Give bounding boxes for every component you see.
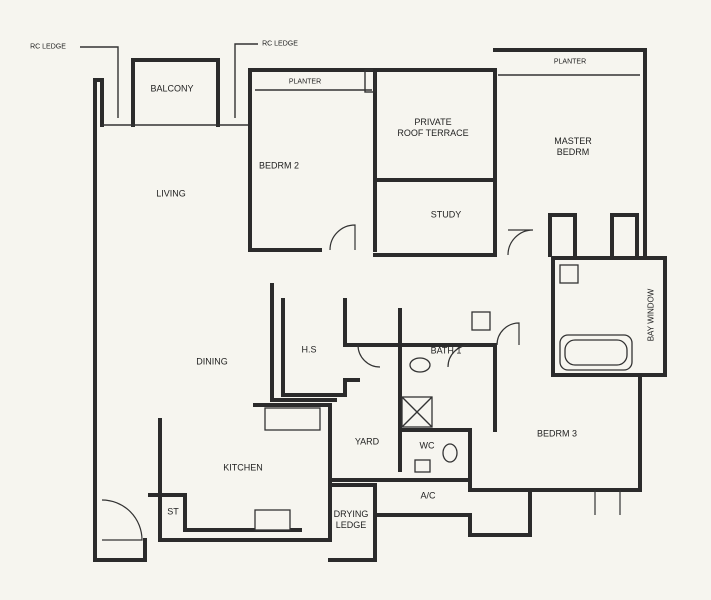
- label-private-roof-terrace: PRIVATE ROOF TERRACE: [397, 117, 469, 138]
- bedroom2-corner: [364, 69, 376, 93]
- wall-terrace: [373, 68, 497, 257]
- wall-ac-ledge: [373, 488, 532, 537]
- kitchen-hob: [254, 509, 291, 531]
- wall-hs-top: [343, 298, 402, 347]
- bathtub-inner: [564, 339, 628, 366]
- label-yard: YARD: [354, 436, 380, 447]
- wall-bedroom2: [248, 68, 322, 252]
- toilet-bath1: [409, 357, 431, 373]
- door-bedroom2: [329, 224, 356, 251]
- basin-wc: [414, 459, 431, 473]
- label-rc-ledge-right: RC LEDGE: [262, 40, 298, 48]
- label-drying-ledge: DRYING LEDGE: [333, 509, 369, 530]
- label-kitchen: KITCHEN: [223, 462, 263, 473]
- label-rc-ledge-left: RC LEDGE: [30, 43, 66, 51]
- door-bedroom3: [496, 322, 520, 346]
- doors: [101, 224, 621, 541]
- door-main-entrance: [101, 499, 143, 541]
- wall-kitchen-top: [253, 403, 332, 542]
- toilet-wc: [442, 443, 458, 463]
- label-bay-window: BAY WINDOW: [646, 288, 656, 342]
- wall-bath1: [398, 343, 497, 432]
- basin-master: [559, 264, 579, 284]
- label-dining: DINING: [196, 356, 228, 367]
- wall-balcony: [131, 58, 220, 127]
- label-st: ST: [167, 506, 179, 517]
- wall-hs-inner: [281, 298, 360, 397]
- label-hs: H.S: [301, 344, 317, 355]
- label-bath1: BATH 1: [430, 345, 462, 356]
- door-bath1: [447, 344, 471, 368]
- label-wc: WC: [419, 440, 435, 451]
- wall-master-bath: [551, 256, 667, 377]
- label-planter-left: PLANTER: [288, 78, 322, 86]
- master-wardrobe-left: [548, 213, 577, 257]
- shower-cross: [401, 396, 433, 428]
- wall-kitchen-left: [158, 418, 332, 542]
- label-living: LIVING: [156, 188, 186, 199]
- door-bedroom3-balcony: [594, 490, 621, 515]
- label-planter-right: PLANTER: [553, 58, 587, 66]
- label-master-bedrm: MASTER BEDRM: [554, 136, 592, 157]
- door-master: [507, 229, 534, 256]
- wall-drying-ledge: [328, 483, 377, 562]
- wall-master: [493, 48, 647, 257]
- label-study: STUDY: [430, 209, 462, 220]
- wall-store: [148, 493, 187, 532]
- wall-bedroom3: [468, 373, 642, 492]
- label-bedrm2: BEDRM 2: [258, 160, 300, 171]
- label-balcony: BALCONY: [150, 83, 194, 94]
- kitchen-sink: [264, 407, 321, 431]
- label-bedrm3: BEDRM 3: [536, 428, 578, 439]
- label-ac: A/C: [420, 490, 436, 501]
- wall-entrance: [93, 538, 147, 562]
- door-hs: [357, 344, 381, 368]
- master-wardrobe-right: [610, 213, 639, 257]
- fixtures: [254, 264, 633, 531]
- wall-hs-left: [270, 283, 337, 402]
- walls: [93, 48, 667, 562]
- basin-bath1: [471, 311, 491, 331]
